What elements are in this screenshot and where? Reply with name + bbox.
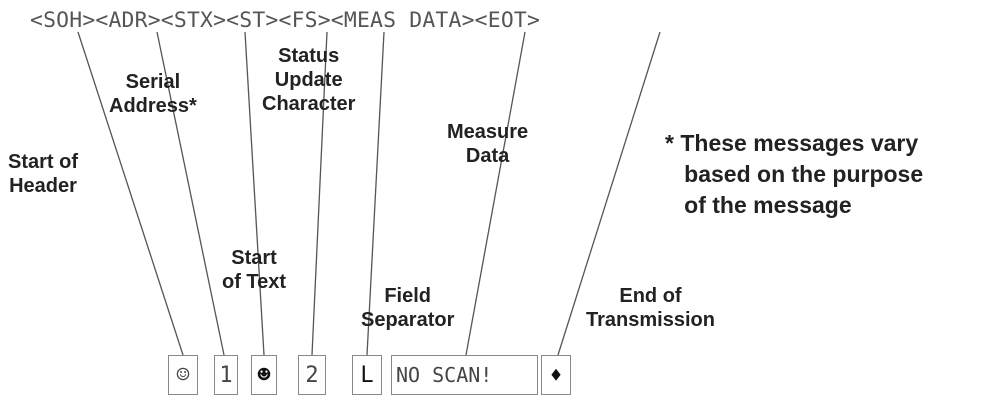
- footnote: * These messages vary based on the purpo…: [665, 130, 924, 218]
- label-serial-address: Serial Address*: [109, 71, 197, 117]
- connector-adr: [156, 31, 225, 356]
- protocol-string: <SOH><ADR><STX><ST><FS><MEAS DATA><EOT>: [30, 8, 541, 33]
- cell-soh: ☺: [168, 355, 198, 395]
- label-start-of-text: Start of Text: [222, 247, 287, 293]
- label-end-of-transmission: End of Transmission: [586, 285, 715, 331]
- cell-stx: ☻: [251, 355, 277, 395]
- label-measure-data: Measure Data: [447, 121, 529, 167]
- label-start-of-header: Start of Header: [8, 151, 78, 197]
- connector-meas: [465, 31, 526, 356]
- cell-eot: ♦: [541, 355, 571, 395]
- cell-adr: 1: [214, 355, 238, 395]
- label-field-separator: Field Separator: [361, 285, 455, 331]
- label-status-update: Status Update Character: [262, 45, 356, 115]
- connector-soh: [77, 31, 184, 356]
- connector-stx: [244, 31, 265, 356]
- cell-st: 2: [298, 355, 326, 395]
- cell-meas-data: NO SCAN!: [391, 355, 538, 395]
- connector-st: [311, 31, 328, 356]
- connector-eot: [557, 31, 661, 356]
- connector-fs: [366, 31, 385, 356]
- cell-fs: L: [352, 355, 382, 395]
